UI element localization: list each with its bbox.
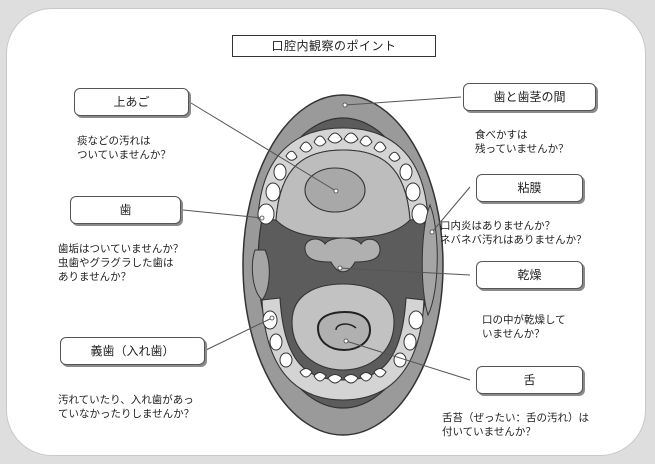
label-tongue: 舌 (476, 366, 583, 394)
lower-teeth (262, 310, 424, 384)
note-denture: 汚れていたり、入れ歯があっ ていなかったりしませんか？ (58, 394, 195, 420)
leader-lines (182, 96, 471, 381)
note-gum-gap: 食べかすは 残っていませんか？ (475, 129, 569, 155)
label-dryness: 乾燥 (476, 261, 583, 289)
label-upper-jaw: 上あご (74, 88, 189, 116)
diagram-title: 口腔内観察のポイント (232, 35, 436, 57)
uvula (304, 237, 381, 273)
note-dryness: 口の中が乾燥して いませんか？ (482, 314, 566, 340)
note-tongue: 舌苔（ぜったい：舌の汚れ）は 付いていませんか？ (442, 412, 589, 438)
label-mucosa: 粘膜 (476, 174, 583, 202)
note-upper-jaw: 痰などの汚れは ついていませんか？ (77, 135, 171, 161)
upper-teeth (257, 132, 429, 225)
note-teeth: 歯垢はついていませんか？ 虫歯やグラグラした歯は ありませんか？ (58, 243, 184, 283)
tongue-ring (316, 310, 372, 352)
note-mucosa: 口内炎はありませんか？ ネバネバ汚れはありませんか？ (440, 220, 587, 246)
label-denture: 義歯（入れ歯） (60, 337, 205, 365)
leader-dots (259, 102, 435, 344)
label-teeth: 歯 (70, 196, 181, 224)
label-gum-gap: 歯と歯茎の間 (463, 83, 596, 111)
